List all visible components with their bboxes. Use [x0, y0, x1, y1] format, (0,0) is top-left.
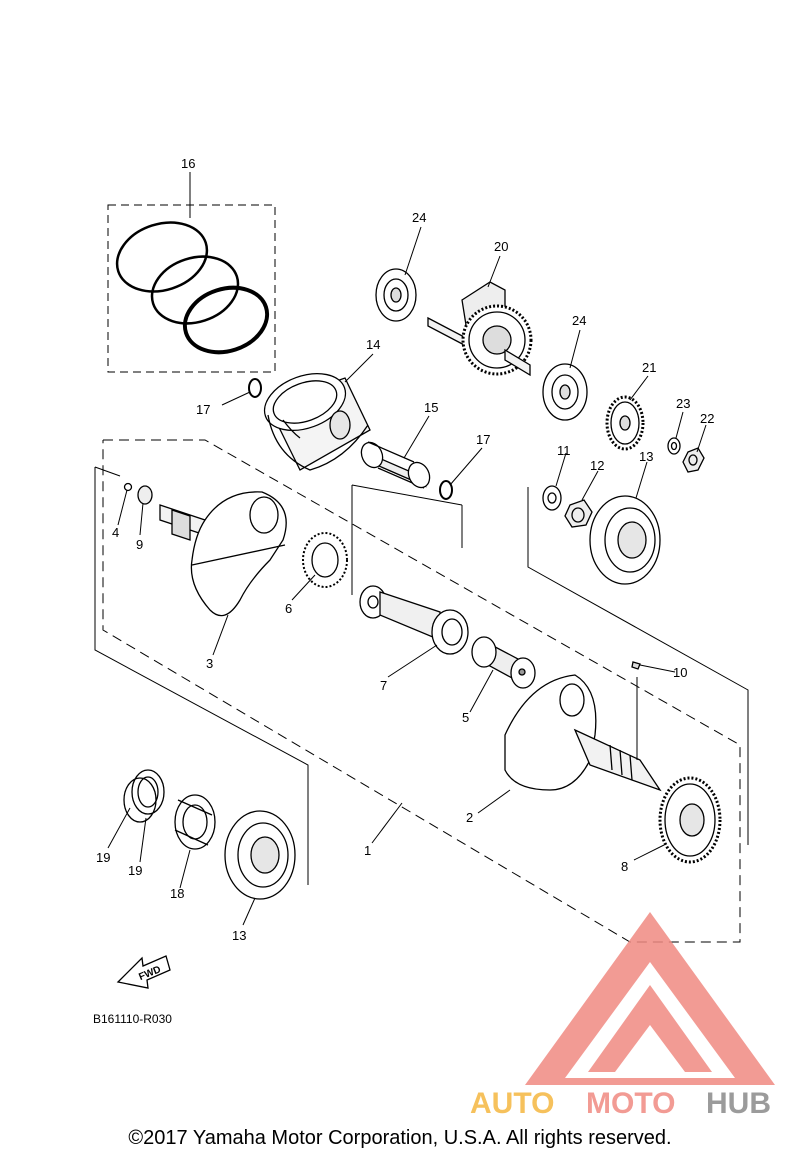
automotohub-logo-icon: AUTO MOTO HUB: [470, 912, 775, 1120]
crank-left-outline: [94, 467, 309, 885]
logo-text-hub: HUB: [706, 1087, 771, 1120]
connecting-rod: [359, 585, 469, 655]
group-outlines: [94, 204, 749, 943]
callout-22: 22: [700, 411, 714, 426]
callout-6: 6: [285, 601, 292, 616]
callout-11: 11: [557, 443, 571, 458]
balancer-shaft: [375, 268, 588, 421]
copyright-notice: ©2017 Yamaha Motor Corporation, U.S.A. A…: [128, 1127, 672, 1149]
crank-pin: [471, 636, 536, 689]
ring-set-box: [107, 204, 276, 373]
callout-17-right: 17: [476, 432, 490, 447]
callout-8: 8: [621, 859, 628, 874]
callout-4: 4: [112, 525, 119, 540]
logo-text-auto: AUTO: [470, 1087, 554, 1120]
callout-13-left: 13: [232, 928, 246, 943]
piston-rings: [115, 221, 270, 355]
callout-10: 10: [673, 665, 687, 680]
callout-19-right: 19: [128, 863, 142, 878]
diagram-reference-code: B161110-R030: [93, 1012, 172, 1026]
callout-1: 1: [364, 843, 371, 858]
callout-13-right: 13: [639, 449, 653, 464]
crank-assembly-outline: [102, 439, 741, 943]
logo-text-moto: MOTO: [586, 1087, 675, 1120]
callout-20: 20: [494, 239, 508, 254]
crank-right-outline: [527, 487, 749, 845]
callout-7: 7: [380, 678, 387, 693]
callout-24-top: 24: [412, 210, 426, 225]
leader-lines: [107, 172, 707, 926]
callout-14: 14: [366, 337, 380, 352]
callouts: 16 24 20 24 14 21 17 15 23 22 17 11 13 1…: [96, 156, 714, 943]
piston-pin: [360, 441, 431, 489]
callout-24-right: 24: [572, 313, 586, 328]
callout-5: 5: [462, 710, 469, 725]
callout-19-left: 19: [96, 850, 110, 865]
callout-23: 23: [676, 396, 690, 411]
left-side-hardware: [123, 769, 296, 900]
callout-21: 21: [642, 360, 656, 375]
callout-2: 2: [466, 810, 473, 825]
piston: [263, 373, 371, 471]
left-crank-web: [123, 482, 348, 617]
callout-3: 3: [206, 656, 213, 671]
right-crank-web: [504, 661, 722, 864]
callout-16: 15: [424, 400, 438, 415]
right-side-hardware: [542, 485, 661, 585]
forward-arrow-icon: FWD: [116, 955, 171, 989]
callout-15: 16: [181, 156, 195, 171]
circlips: [248, 378, 453, 500]
callout-9: 9: [136, 537, 143, 552]
balancer-drive-gear: [605, 395, 705, 473]
callout-12: 12: [590, 458, 604, 473]
callout-18: 18: [170, 886, 184, 901]
callout-17-left: 17: [196, 402, 210, 417]
